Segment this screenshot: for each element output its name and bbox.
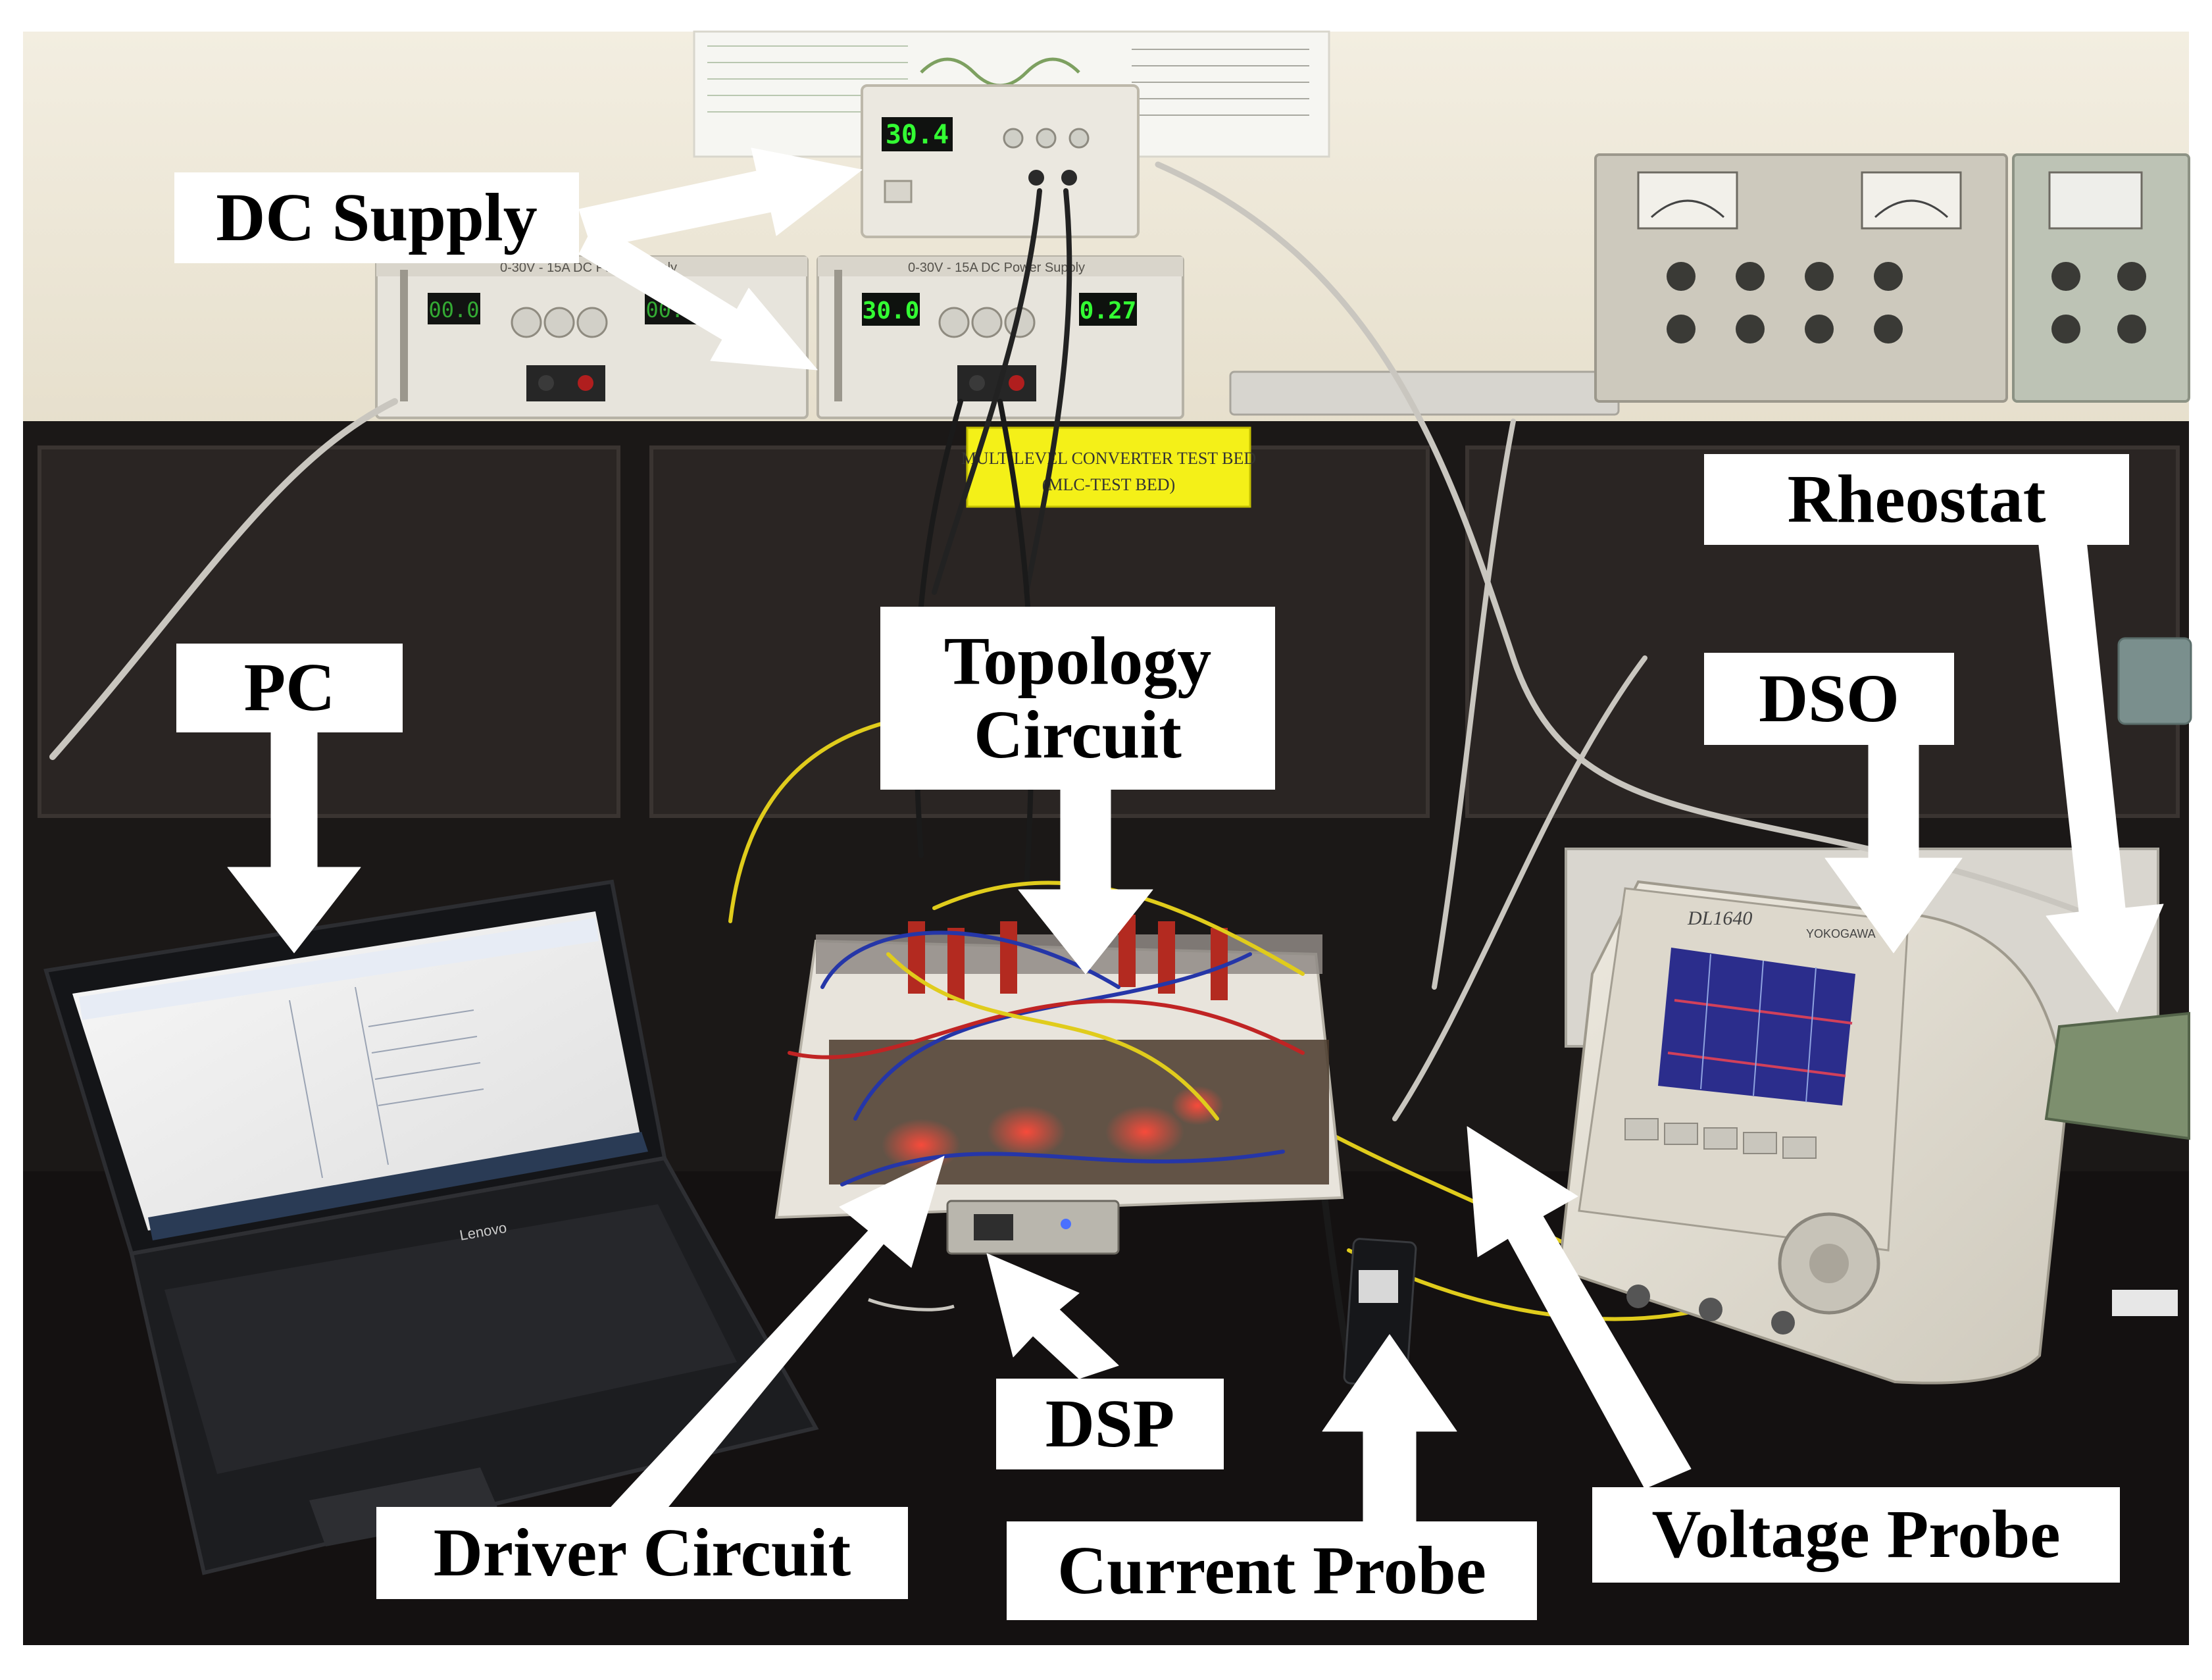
arrow-dc-supply-right [578,222,818,370]
label-pc: PC [176,644,403,732]
label-dsp-text: DSP [1045,1385,1175,1462]
dso-device: DL1640 YOKOGAWA [1557,880,2068,1385]
label-current-probe-text: Current Probe [1057,1532,1486,1608]
arrow-voltage-probe [1467,1126,1692,1489]
cables [49,161,2109,1451]
test-bed-line2: (MLC-TEST BED) [1042,475,1175,494]
label-topology-line2: Circuit [974,697,1182,773]
label-topology-line1: Topology [943,623,1212,699]
laptop: Lenovo [43,879,819,1575]
label-driver-circuit: Driver Circuit [376,1507,908,1599]
small-wire [868,1298,955,1311]
test-bed-line1: MULTILEVEL CONVERTER TEST BED [961,449,1256,468]
dc-top-display-text: 30.4 [886,120,949,150]
label-current-probe: Current Probe [1007,1521,1537,1620]
rheostat-device [2044,1011,2190,1316]
dc-right-display-a: 0.27 [1080,297,1137,324]
arrow-topology [1018,786,1153,975]
dc-right-model: 0-30V - 15A DC Power Supply [908,261,1085,275]
label-voltage-probe-text: Voltage Probe [1651,1496,2061,1573]
dc-supply-right: 0-30V - 15A DC Power Supply 30.0 0.27 [817,255,1184,419]
arrow-dsp [986,1253,1119,1379]
power-strip [1229,370,1620,416]
label-topology-circuit: Topology Circuit [880,607,1275,790]
rheostat-panel-1 [1594,153,2008,403]
label-dc-supply-text: DC Supply [216,179,538,255]
label-rheostat: Rheostat [1704,454,2129,545]
label-dsp: DSP [996,1379,1224,1469]
arrow-driver-circuit [601,1156,945,1546]
rheostat-panel-2 [2012,153,2190,403]
label-dso-text: DSO [1759,660,1899,736]
label-voltage-probe: Voltage Probe [1592,1487,2120,1583]
label-driver-circuit-text: Driver Circuit [433,1514,851,1591]
dc-supply-top: 30.4 [861,84,1140,238]
transformer [2117,637,2192,725]
label-rheostat-text: Rheostat [1787,461,2046,537]
label-dc-supply: DC Supply [174,172,579,263]
label-dso: DSO [1704,653,1954,745]
dso-brand: YOKOGAWA [1806,927,1876,940]
label-pc-text: PC [243,649,336,726]
callout-arrows [227,147,2164,1546]
test-bed-sign: MULTILEVEL CONVERTER TEST BED (MLC-TEST … [961,426,1256,508]
arrow-pc [227,730,361,954]
dsp-board [946,1200,1120,1255]
dso-model: DL1640 [1687,907,1752,929]
arrow-rheostat [2038,534,2164,1013]
arrow-dso [1824,743,1963,954]
dc-left-display-v: 00.0 [428,297,479,322]
dc-right-display-v: 30.0 [863,297,920,324]
arrow-current-probe [1322,1334,1457,1526]
